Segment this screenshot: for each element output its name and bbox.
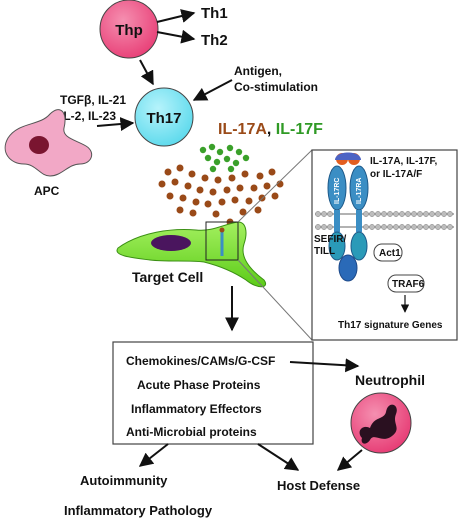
th1-label: Th1 (201, 5, 228, 22)
il17f-molecules (199, 143, 250, 173)
ligand-label-2: or IL-17A/F (370, 169, 422, 180)
membrane-heads (315, 211, 453, 230)
antigen-label: Antigen, (234, 64, 282, 78)
neutrophil-nucleus (359, 404, 397, 444)
effect-inflammatory: Inflammatory Effectors (131, 402, 262, 416)
arrow-thp-th1 (156, 9, 196, 23)
effect-chemokines: Chemokines/CAMs/G-CSF (126, 354, 275, 368)
arrow-neutrophil-host-defense (336, 449, 363, 471)
cytokines-line1: TGFβ, IL-21 (60, 93, 126, 107)
il17f-label: IL-17F (276, 121, 323, 138)
apc-label: APC (34, 184, 60, 198)
sefir-domain-left (328, 231, 346, 261)
th17-cell (134, 87, 194, 147)
thp-label: Thp (115, 22, 143, 39)
neutrophil-label: Neutrophil (355, 372, 425, 388)
adaptor-blob (338, 254, 358, 282)
traf6-box (387, 274, 425, 293)
sefir-label-1: SEFIR/ (314, 234, 346, 245)
zoom-box (205, 221, 239, 261)
arrow-thp-th17 (139, 59, 154, 86)
zoom-line-top (237, 149, 313, 223)
arrow-antigen-th17 (192, 79, 233, 101)
arrow-to-autoimmunity (138, 443, 169, 467)
arrow-effects-neutrophil (289, 358, 360, 373)
act1-box (373, 243, 403, 262)
arrow-cytokines-th17 (96, 117, 135, 132)
sefir-label-2: TILL (314, 246, 335, 257)
thp-cell (99, 0, 159, 59)
th17-label: Th17 (146, 110, 181, 127)
host-defense-label: Host Defense (277, 478, 360, 493)
effects-box (112, 341, 314, 445)
genes-label: Th17 signature Genes (338, 320, 443, 331)
effect-acute-phase: Acute Phase Proteins (137, 378, 261, 392)
arrow-thp-th2 (156, 29, 196, 44)
traf6-label: TRAF6 (392, 279, 425, 290)
target-nucleus (151, 235, 191, 251)
pathology-label: Inflammatory Pathology (64, 503, 213, 518)
costimulation-label: Co-stimulation (234, 80, 318, 94)
il17a-label: IL-17A (218, 121, 267, 138)
il17-title: IL-17A, IL-17F (218, 121, 323, 138)
th2-label: Th2 (201, 32, 228, 49)
arrow-effects-host-defense (257, 443, 300, 471)
sefir-domain-right (350, 231, 368, 261)
autoimmunity-label: Autoimmunity (80, 473, 168, 488)
target-cell (116, 221, 266, 288)
effect-antimicrobial: Anti-Microbial proteins (126, 425, 257, 439)
cytokines-line2: IL-2, IL-23 (60, 109, 116, 123)
ligand-label-1: IL-17A, IL-17F, (370, 156, 437, 167)
il17-separator: , (267, 121, 276, 138)
il17a-molecules (158, 164, 284, 226)
apc-nucleus (29, 136, 49, 154)
act1-label: Act1 (379, 248, 401, 259)
il17ra-text: IL-17RA (356, 178, 363, 204)
target-cell-label: Target Cell (132, 269, 203, 285)
receptor-inset: IL-17A, IL-17F, or IL-17A/F IL-17RC IL-1… (311, 149, 458, 341)
il17rc-text: IL-17RC (334, 178, 341, 204)
zoom-line-bottom (237, 259, 313, 341)
